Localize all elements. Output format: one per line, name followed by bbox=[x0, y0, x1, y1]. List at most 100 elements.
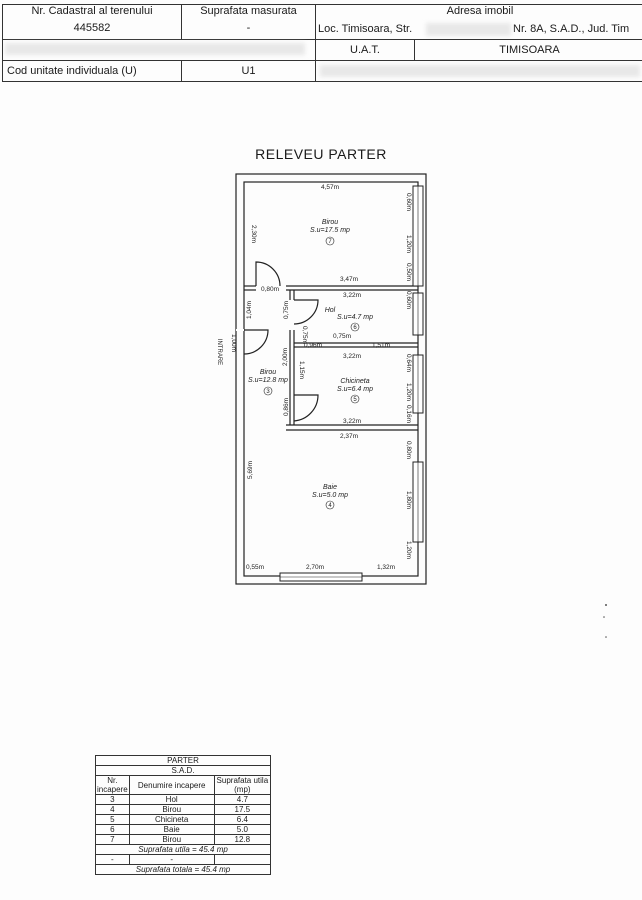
row-area: 5.0 bbox=[213, 824, 272, 835]
room5-number-circle bbox=[350, 394, 360, 404]
room4-area: S.u=5.0 mp bbox=[312, 492, 348, 499]
dim-r120b: 1,20m bbox=[405, 383, 412, 401]
dim-r060a: 0,60m bbox=[405, 193, 412, 211]
header-table: Nr. Cadastral al terenului 445582 Supraf… bbox=[2, 4, 642, 84]
table-row: 6 Baie 5.0 bbox=[95, 824, 272, 835]
room6-number: 6 bbox=[353, 325, 357, 331]
room7-area: S.u=17.5 mp bbox=[310, 227, 350, 234]
room7-number-circle bbox=[325, 236, 335, 246]
col-nr-header: Nr. incapere bbox=[95, 775, 130, 795]
total-util: Suprafata utila = 45.4 mp bbox=[95, 844, 271, 855]
dim-230: 2,30m bbox=[250, 225, 257, 243]
table-row: 5 Chicineta 6.4 bbox=[95, 814, 272, 825]
row-nr: 7 bbox=[95, 834, 130, 845]
summary-subtitle: S.A.D. bbox=[95, 765, 271, 776]
cadastral-value: 445582 bbox=[73, 22, 111, 34]
row-area: 12.8 bbox=[213, 834, 272, 845]
room3-number: 3 bbox=[266, 389, 270, 395]
row-nr: 4 bbox=[95, 804, 130, 815]
door-entrance bbox=[243, 329, 269, 355]
col-name-header: Denumire incapere bbox=[128, 775, 215, 795]
col-area-header: Suprafata utila (mp) bbox=[213, 775, 272, 795]
door-chicineta bbox=[293, 394, 319, 422]
uat-label: U.A.T. bbox=[350, 44, 380, 56]
dim-151: 1,51m bbox=[372, 342, 390, 349]
dim-115: 1,15m bbox=[298, 361, 305, 379]
dim-r060b: 0,60m bbox=[405, 291, 412, 309]
uat-value: TIMISOARA bbox=[499, 44, 560, 56]
dim-055: 0,55m bbox=[246, 564, 264, 571]
row-name: Baie bbox=[128, 824, 215, 835]
room6-name: Hol bbox=[325, 307, 336, 314]
row-nr: 3 bbox=[95, 794, 130, 805]
dim-096: 0,96m bbox=[304, 342, 322, 349]
row-area: 4.7 bbox=[213, 794, 272, 805]
dim-r064: 0,64m bbox=[405, 354, 412, 372]
outer-wall-outer bbox=[235, 173, 427, 585]
table-row: 4 Birou 17.5 bbox=[95, 804, 272, 815]
redacted-block-2 bbox=[320, 65, 640, 77]
dash-cell-2: - bbox=[128, 854, 215, 865]
dim-200: 2,00m bbox=[282, 348, 289, 366]
redacted-street bbox=[426, 23, 511, 36]
row-name: Birou bbox=[128, 804, 215, 815]
room3-name: Birou bbox=[260, 369, 276, 376]
adresa-rest: Nr. 8A, S.A.D., Jud. Tim bbox=[513, 23, 630, 35]
room5-area: S.u=6.4 mp bbox=[337, 386, 373, 393]
cod-label: Cod unitate individuala (U) bbox=[7, 65, 137, 77]
dim-569: 5,69m bbox=[247, 461, 254, 479]
row-nr: 5 bbox=[95, 814, 130, 825]
row-name: Birou bbox=[128, 834, 215, 845]
room3-number-circle bbox=[263, 386, 273, 396]
room4-number: 4 bbox=[328, 503, 332, 509]
entrance-label: INTRARE bbox=[216, 339, 222, 365]
dim-104: 1,04m bbox=[246, 301, 253, 319]
dim-322a: 3,22m bbox=[343, 292, 361, 299]
scan-speck-2 bbox=[603, 616, 605, 618]
dash-cell-3 bbox=[213, 854, 272, 865]
adresa-label: Adresa imobil bbox=[446, 5, 514, 17]
redacted-row-right bbox=[315, 60, 642, 82]
room3-area: S.u=12.8 mp bbox=[248, 377, 288, 384]
cadastral-label: Nr. Cadastral al terenului bbox=[31, 5, 153, 17]
room4-name: Baie bbox=[323, 484, 337, 491]
redacted-block-1 bbox=[5, 43, 305, 55]
door-baie bbox=[293, 299, 319, 325]
dim-457: 4,57m bbox=[321, 184, 339, 191]
table-row: 7 Birou 12.8 bbox=[95, 834, 272, 845]
room5-name: Chicineta bbox=[340, 378, 369, 385]
row-name: Chicineta bbox=[128, 814, 215, 825]
room5-number: 5 bbox=[353, 397, 357, 403]
dim-080: 0,80m bbox=[261, 286, 279, 293]
dash-cell-1: - bbox=[95, 854, 130, 865]
summary-table: PARTER S.A.D. Nr. incapere Denumire inca… bbox=[95, 755, 272, 875]
scan-speck-1 bbox=[605, 604, 607, 606]
row-nr: 6 bbox=[95, 824, 130, 835]
dim-270: 2,70m bbox=[306, 564, 324, 571]
summary-title: PARTER bbox=[95, 755, 271, 766]
table-row: 3 Hol 4.7 bbox=[95, 794, 272, 805]
dim-100: 1,00m bbox=[230, 334, 237, 352]
total-total: Suprafata totala = 45.4 mp bbox=[95, 864, 271, 875]
dim-086: 0,86m bbox=[283, 398, 290, 416]
dim-r016: 0,16m bbox=[405, 405, 412, 423]
dim-075a: 0,75m bbox=[283, 301, 290, 319]
dim-322c: 3,22m bbox=[343, 418, 361, 425]
room6-number-circle bbox=[350, 322, 360, 332]
dim-r180: 1,80m bbox=[405, 491, 412, 509]
dim-r120a: 1,20m bbox=[405, 235, 412, 253]
dim-075-baie: 0,75m bbox=[301, 326, 308, 344]
scan-speck-3 bbox=[605, 636, 607, 638]
suprafata-label: Suprafata masurata bbox=[200, 5, 297, 17]
dim-r050: 0,50m bbox=[405, 263, 412, 281]
row-area: 17.5 bbox=[213, 804, 272, 815]
room7-number: 7 bbox=[328, 239, 332, 245]
dim-r120c: 1,20m bbox=[405, 541, 412, 559]
row-area: 6.4 bbox=[213, 814, 272, 825]
plan-title: RELEVEU PARTER bbox=[255, 146, 387, 162]
row-name: Hol bbox=[128, 794, 215, 805]
door-birou7 bbox=[255, 261, 281, 287]
dim-237: 2,37m bbox=[340, 433, 358, 440]
